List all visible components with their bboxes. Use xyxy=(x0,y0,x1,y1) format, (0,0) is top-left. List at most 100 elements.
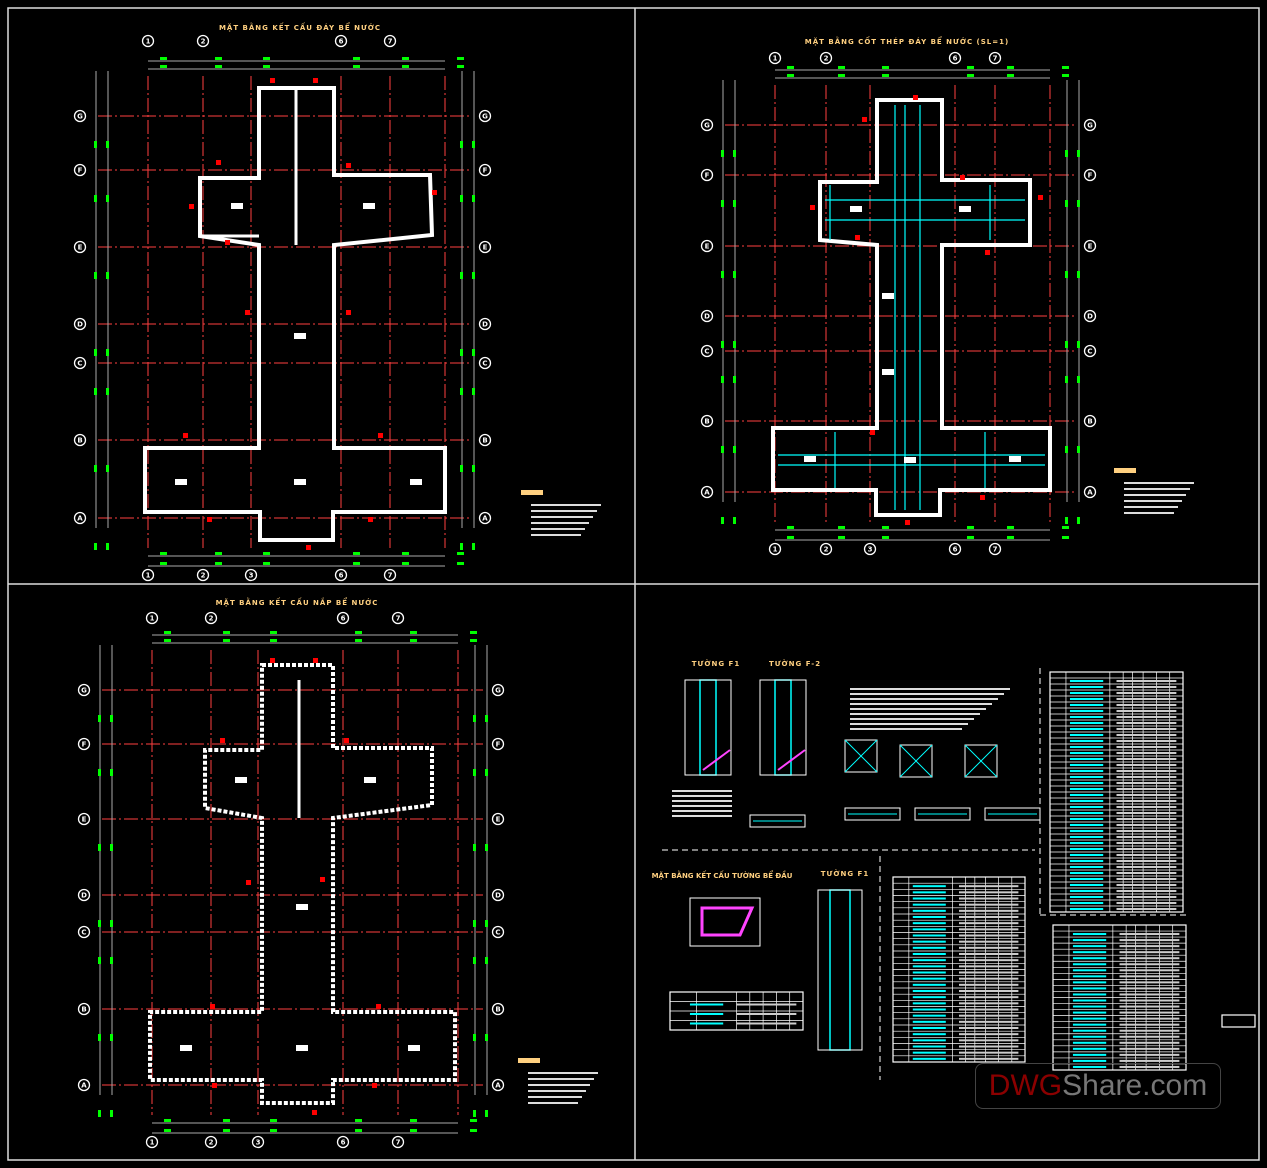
section-marker xyxy=(246,880,251,885)
axis-bubble xyxy=(478,163,492,177)
axis-bubble xyxy=(1083,239,1097,253)
axis-label: 6 xyxy=(341,615,346,623)
legend-note xyxy=(1124,488,1190,490)
rebar-shape xyxy=(1069,872,1104,874)
table-cell-text xyxy=(1116,794,1177,796)
axis-bubble xyxy=(491,1002,505,1016)
rebar-shape xyxy=(1069,842,1104,844)
table-cell-text xyxy=(959,903,1019,906)
dimension-text xyxy=(106,543,109,550)
axis-bubble xyxy=(77,812,91,826)
rebar-shape xyxy=(1069,686,1104,688)
rebar-shape xyxy=(1072,1059,1107,1062)
table-cell-text xyxy=(959,1051,1019,1054)
section-marker xyxy=(346,163,351,168)
axis-label: B xyxy=(77,437,82,445)
axis-label: 1 xyxy=(773,55,778,63)
axis-label: 1 xyxy=(773,546,778,554)
dwgshare-watermark: DWGShare.com xyxy=(975,1063,1221,1109)
dimension-text xyxy=(270,1129,277,1132)
axis-label: 7 xyxy=(993,55,998,63)
wall-section-f1-outline xyxy=(817,889,863,1051)
rebar-shape xyxy=(1072,1029,1107,1032)
dimension-text xyxy=(1065,150,1068,157)
rebar-shape xyxy=(1069,848,1104,850)
dimension-text xyxy=(98,920,101,927)
rebar-shape xyxy=(1069,812,1104,814)
slab-label xyxy=(408,1045,420,1051)
rebar-shape xyxy=(912,916,946,918)
legend-note xyxy=(528,1102,578,1104)
rebar-shape xyxy=(1069,776,1104,778)
dimension-text xyxy=(485,769,488,776)
rebar-shape xyxy=(912,965,946,968)
detail-title-wall-f2: TƯỜNG F-2 xyxy=(769,659,821,668)
dimension-text xyxy=(270,639,277,642)
table-cell-text xyxy=(1116,806,1177,808)
dimension-text xyxy=(106,465,109,472)
dimension-text xyxy=(263,562,270,565)
dimension-text xyxy=(223,1129,230,1132)
axis-bubble xyxy=(478,356,492,370)
wall-section-f1 xyxy=(829,889,851,1051)
axis-label: 1 xyxy=(150,615,155,623)
axis-label: E xyxy=(496,816,501,824)
rebar-shape xyxy=(1072,963,1107,966)
dimension-text xyxy=(94,465,97,472)
slab-label xyxy=(294,479,306,485)
rebar-shape xyxy=(1072,1011,1107,1014)
table-cell-text xyxy=(1119,1011,1180,1014)
table-cell-text xyxy=(1119,1065,1180,1068)
axis-bubble xyxy=(77,888,91,902)
slab-label xyxy=(364,777,376,783)
axis-label: 7 xyxy=(396,615,401,623)
axis-bubble xyxy=(204,1135,218,1149)
rebar-shape xyxy=(912,1020,946,1023)
table-cell-text xyxy=(1116,686,1177,688)
dimension-text xyxy=(353,552,360,555)
general-note-line xyxy=(850,728,962,730)
dimension-text xyxy=(223,1119,230,1122)
axis-bubble xyxy=(988,51,1002,65)
slab-label xyxy=(850,206,862,212)
axis-label: F xyxy=(483,167,488,175)
slab-label xyxy=(804,456,816,462)
axis-label: G xyxy=(81,687,87,695)
dimension-text xyxy=(460,349,463,356)
slab-outline xyxy=(148,663,457,1105)
dimension-text xyxy=(882,74,889,77)
dimension-text xyxy=(94,141,97,148)
dimension-text xyxy=(110,769,113,776)
dimension-text xyxy=(473,844,476,851)
section-marker xyxy=(980,495,985,500)
dimension-text xyxy=(1077,200,1080,207)
axis-bubble xyxy=(819,542,833,556)
table-cell-text xyxy=(1116,788,1177,790)
axis-label: 2 xyxy=(201,38,206,46)
table-cell-text xyxy=(959,922,1019,925)
axis-label: A xyxy=(482,515,488,523)
rebar-shape xyxy=(1069,890,1104,892)
wall-plan-shape xyxy=(700,906,755,937)
table-cell-text xyxy=(959,1002,1019,1005)
rebar-shape xyxy=(912,1039,946,1042)
axis-label: A xyxy=(704,489,710,497)
table-cell-text xyxy=(1119,975,1180,978)
table-cell-text xyxy=(1116,716,1177,718)
section-marker xyxy=(913,95,918,100)
axis-label: C xyxy=(482,360,487,368)
axis-label: E xyxy=(705,243,710,251)
axis-bubble xyxy=(700,485,714,499)
axis-bubble xyxy=(391,1135,405,1149)
axis-bubble xyxy=(948,542,962,556)
table-cell-text xyxy=(1116,848,1177,850)
dimension-text xyxy=(721,150,724,157)
axis-label: B xyxy=(704,418,709,426)
panel-title-top-right: MẶT BẰNG CỐT THÉP ĐÁY BỂ NƯỚC (SL=1) xyxy=(805,36,1009,46)
general-note-line xyxy=(850,698,998,700)
dimension-text xyxy=(1077,446,1080,453)
dimension-text xyxy=(485,920,488,927)
dimension-text xyxy=(410,631,417,634)
rebar-shape xyxy=(1069,788,1104,790)
